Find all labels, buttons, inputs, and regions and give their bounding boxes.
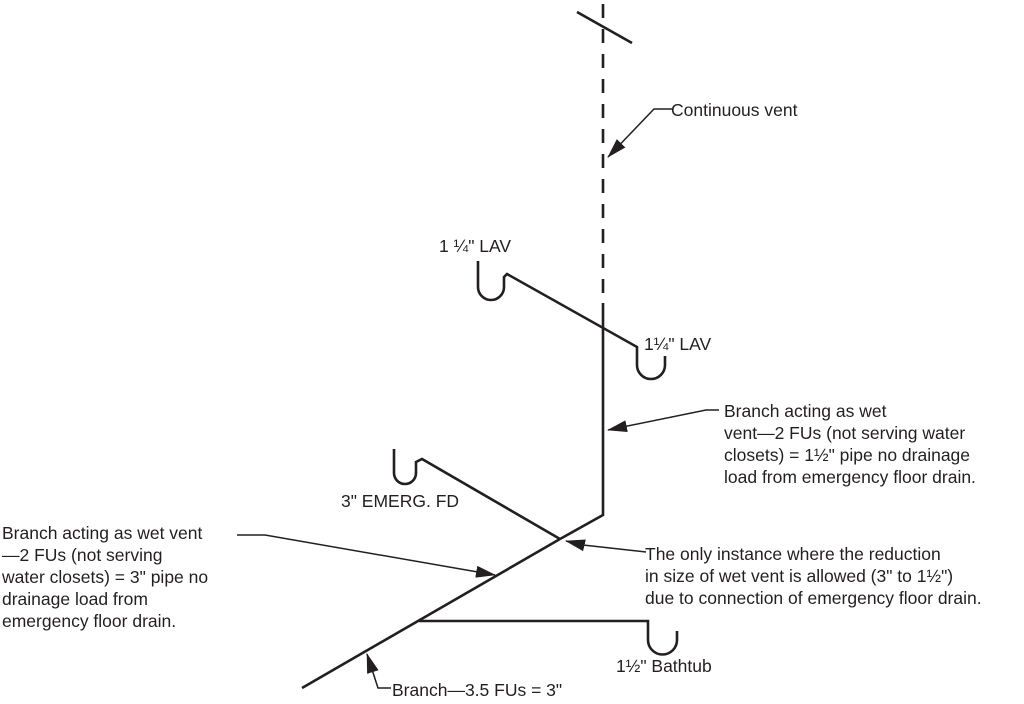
branch-bottom-label: Branch—3.5 FUs = 3" (392, 680, 563, 700)
wet-vent-right-note-leader-arrow (607, 409, 719, 433)
wet-vent-left-note: Branch acting as wet vent —2 FUs (not se… (2, 523, 209, 631)
branch-label-leader-arrow (366, 653, 391, 689)
wet-vent-right-note: Branch acting as wet vent—2 FUs (not ser… (724, 401, 976, 487)
lav-lower-label: 1¼" LAV (644, 334, 712, 354)
main-branch-line (301, 537, 561, 690)
bathtub-label: 1½" Bathtub (616, 656, 712, 676)
continuous-vent-leader-arrow (607, 108, 672, 158)
lav-upper-label: 1 ¼" LAV (439, 236, 512, 256)
emerg-fd-label: 3" EMERG. FD (341, 491, 460, 511)
emergency-fd-trap-and-drain-line (392, 449, 561, 541)
reduction-note: The only instance where the reduction in… (645, 544, 982, 608)
lav-traps-and-drain-line (476, 261, 667, 381)
wet-vent-left-note-leader-arrow (237, 534, 496, 578)
wet-vent-stack-line (559, 303, 605, 541)
pipe-break-mark (576, 10, 633, 45)
bathtub-branch-and-trap-line (419, 619, 679, 656)
reduction-note-leader-arrow (565, 539, 647, 553)
continuous-vent-label: Continuous vent (671, 100, 798, 120)
